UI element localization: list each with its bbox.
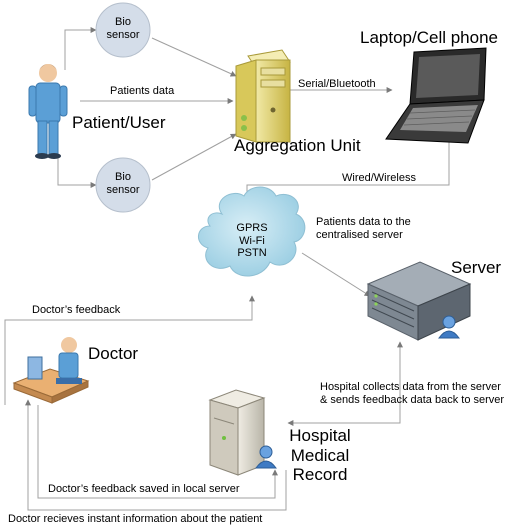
bio-sensor-top-node [95,2,151,58]
server-icon [366,261,472,341]
instant-info-label: Doctor recieves instant information abou… [8,513,263,525]
doctor-feedback-label: Doctor’s feedback [32,304,121,316]
edge-saved-local [37,405,278,499]
doctor-label: Doctor [88,344,139,363]
patients-data-label: Patients data [110,85,175,97]
server-label: Server [451,258,502,277]
cloud-label: GPRS Wi-Fi PSTN [236,222,268,260]
cloud-icon [198,186,306,277]
patient-label: Patient/User [72,113,166,132]
doctor-icon [12,337,90,404]
hospital-server-icon [208,389,277,476]
edge-bottom-sensor-to-unit [151,133,237,181]
saved-local-label: Doctor’s feedback saved in local server [48,483,240,495]
bio-sensor-bottom-node [95,157,151,213]
laptop-icon [385,47,487,144]
edge-top-sensor-to-unit [151,37,237,77]
aggregation-unit-label: Aggregation Unit [234,136,361,155]
hospital-label: Hospital Medical Record [289,426,351,485]
bio-sensor-bottom-label: Bio sensor [106,171,140,196]
connectors [4,27,450,511]
wired-wireless-label: Wired/Wireless [342,172,416,184]
edge-patient-to-top-sensor [64,27,97,70]
laptop-label: Laptop/Cell phone [360,28,499,47]
bio-sensor-top-label: Bio sensor [106,16,140,41]
hospital-collects-label: Hospital collects data from the server &… [320,381,505,406]
to-server-label: Patients data to the centralised server [316,216,411,241]
edge-doctor-feedback [4,295,255,405]
patient-icon [28,64,68,159]
edge-instant-info [25,399,287,511]
edge-cloud-to-server [301,252,371,297]
edge-patient-to-bottom-sensor [57,150,97,188]
aggregation-unit-icon [235,49,291,143]
edge-hospital-server [287,341,403,426]
serial-bluetooth-label: Serial/Bluetooth [298,78,376,90]
